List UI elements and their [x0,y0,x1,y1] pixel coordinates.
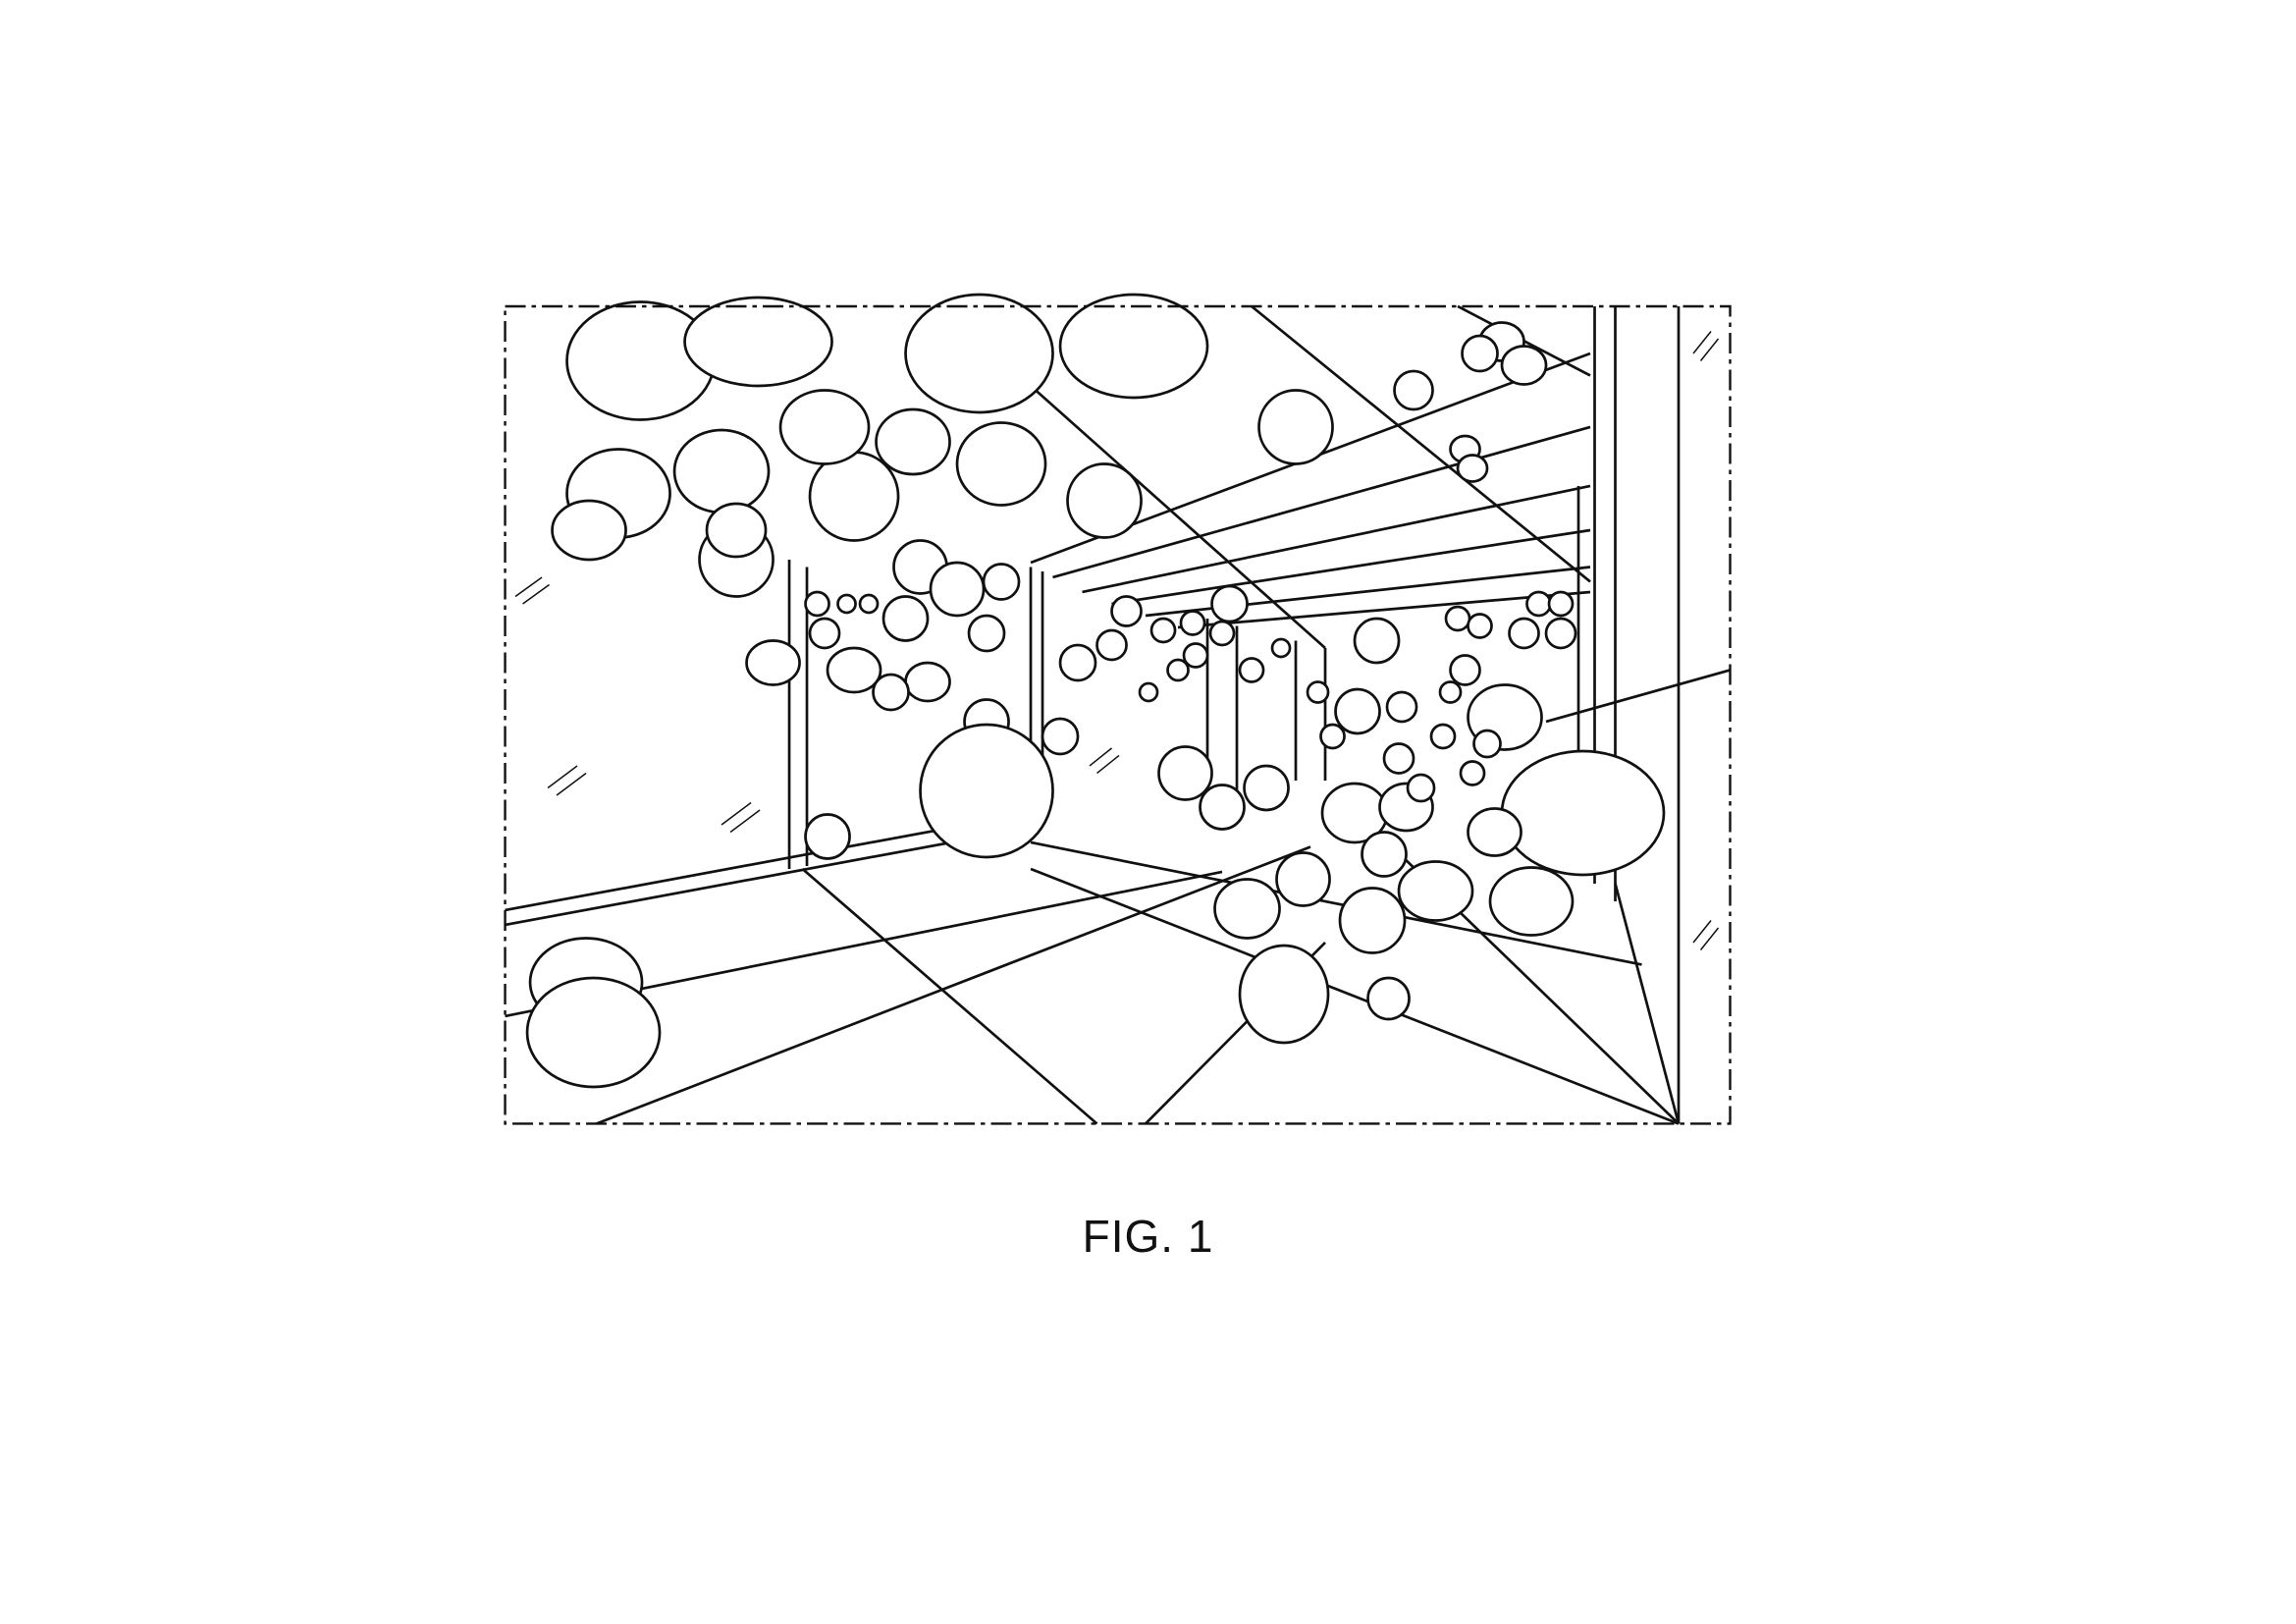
sphere [1210,584,1249,623]
floor-grid [505,824,1681,1125]
sphere [525,976,662,1089]
sphere [1488,866,1575,937]
sphere [1334,687,1381,735]
sphere [904,293,1054,414]
sphere [745,639,801,686]
sphere [1095,628,1128,662]
sphere [1544,617,1577,650]
figure-frame [504,304,1732,1125]
sphere [1393,369,1434,411]
figure-caption: FIG. 1 [1082,1211,1214,1262]
sphere [1547,590,1575,618]
sphere [1208,620,1236,647]
sphere [1319,723,1346,750]
sphere [1382,742,1415,775]
sphere [881,595,930,642]
sphere [1275,851,1331,907]
sphere [672,428,771,514]
sphere [1456,454,1489,483]
sphere [904,661,951,703]
sphere [1397,860,1474,922]
sphere [1449,654,1481,686]
sphere [1438,680,1463,704]
sphere [1306,680,1330,704]
sphere [1525,590,1552,618]
sphere [1243,764,1290,812]
sphere [1472,729,1502,759]
sphere [875,407,951,476]
sphere [1500,345,1548,386]
sphere [1406,773,1436,803]
sphere [778,389,871,465]
sphere [1066,462,1143,539]
glass-reflection-marks [514,331,1720,950]
sphere [1467,807,1522,857]
sphere [683,296,833,388]
sphere [1467,613,1493,639]
sphere [1429,723,1457,750]
sphere [919,723,1054,859]
sphere [929,561,986,618]
sphere [1238,657,1265,683]
sphere [1270,637,1292,659]
sphere [1366,976,1411,1021]
sphere [804,590,830,618]
sphere [872,673,910,712]
sphere [1213,878,1281,940]
sphere [808,617,841,650]
sphere [982,563,1021,601]
sphere [1500,749,1666,877]
floating-spheres [525,293,1666,1089]
sphere [967,614,1006,653]
sphere [826,646,882,694]
sphere [1058,293,1209,400]
sphere [1179,610,1206,636]
sphere [836,593,857,615]
sphere [1257,389,1334,465]
sphere [1238,944,1330,1045]
ceiling-grid [1030,304,1591,649]
sphere [808,451,900,542]
sphere [804,813,851,860]
sphere [1353,617,1401,665]
sphere [1166,658,1190,682]
sphere [551,499,627,562]
sphere [1041,717,1080,756]
sphere [1461,334,1499,373]
right-wall [1545,305,1731,1124]
sphere [1508,617,1540,650]
sphere [1385,690,1418,724]
sphere [1149,617,1177,644]
sphere [1199,784,1246,831]
sphere [1182,642,1209,669]
sphere [1138,681,1159,703]
sphere [1058,643,1097,682]
sphere [858,593,880,615]
sphere [1444,605,1471,632]
sphere [1361,831,1408,878]
room-scene [505,293,1731,1125]
sphere [955,421,1047,507]
sphere [1110,595,1143,627]
sphere [1338,887,1407,954]
sphere [1157,745,1213,801]
sphere [1459,760,1486,786]
sphere [705,502,768,559]
